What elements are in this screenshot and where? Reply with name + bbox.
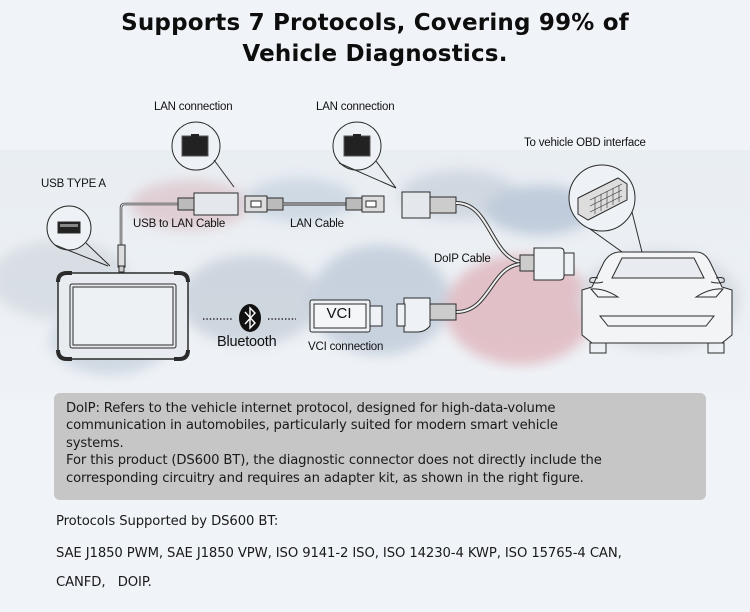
doip-cable — [396, 191, 575, 333]
lan-port-icon — [181, 135, 209, 157]
usb-port-callout — [46, 205, 111, 267]
info-line-3: systems. — [66, 435, 124, 451]
protocols-heading: Protocols Supported by DS600 BT: — [56, 514, 279, 529]
lan-port-icon-2 — [343, 135, 371, 157]
doip-info-text: DoIP: Refers to the vehicle internet pro… — [66, 400, 702, 487]
lan-cable — [244, 195, 385, 213]
protocols-section: Protocols Supported by DS600 BT: SAE J18… — [56, 513, 746, 597]
page-title: Supports 7 Protocols, Covering 99% of Ve… — [0, 8, 750, 70]
label-usb-to-lan-cable: USB to LAN Cable — [133, 218, 226, 230]
doip-info-box: DoIP: Refers to the vehicle internet pro… — [54, 393, 706, 500]
info-line-1: DoIP: Refers to the vehicle internet pro… — [66, 401, 556, 416]
tablet-icon — [56, 271, 190, 361]
title-line-2: Vehicle Diagnostics. — [242, 41, 508, 67]
obd-port-icon — [577, 177, 628, 221]
usb-port-icon — [57, 221, 81, 234]
title-line-1: Supports 7 Protocols, Covering 99% of — [121, 10, 629, 36]
lan-port-callout-2 — [332, 121, 397, 189]
usb-to-lan-cable — [117, 192, 239, 273]
label-lan-connection-2: LAN connection — [316, 101, 395, 113]
info-line-5: corresponding circuitry and requires an … — [66, 470, 584, 486]
label-bluetooth: Bluetooth — [217, 334, 277, 350]
label-obd-interface: To vehicle OBD interface — [524, 137, 646, 149]
label-usb-type-a: USB TYPE A — [41, 178, 106, 190]
label-lan-cable: LAN Cable — [290, 218, 344, 230]
label-doip-cable: DoIP Cable — [434, 253, 491, 265]
protocols-list-line-2: CANFD, DOIP. — [56, 575, 152, 590]
label-lan-connection-1: LAN connection — [154, 101, 233, 113]
protocols-list-line-1: SAE J1850 PWM, SAE J1850 VPW, ISO 9141-2… — [56, 546, 622, 561]
label-vci-connection: VCI connection — [308, 341, 384, 353]
lan-port-callout-1 — [171, 121, 235, 188]
connection-diagram — [46, 121, 733, 361]
vci-device — [309, 299, 383, 333]
car-icon — [581, 251, 733, 354]
info-line-4: For this product (DS600 BT), the diagnos… — [66, 453, 602, 469]
bluetooth-icon — [239, 304, 261, 332]
obd-port-callout — [568, 164, 651, 273]
vci-label: VCI — [326, 305, 352, 322]
info-line-2: communication in automobiles, particular… — [66, 418, 558, 434]
